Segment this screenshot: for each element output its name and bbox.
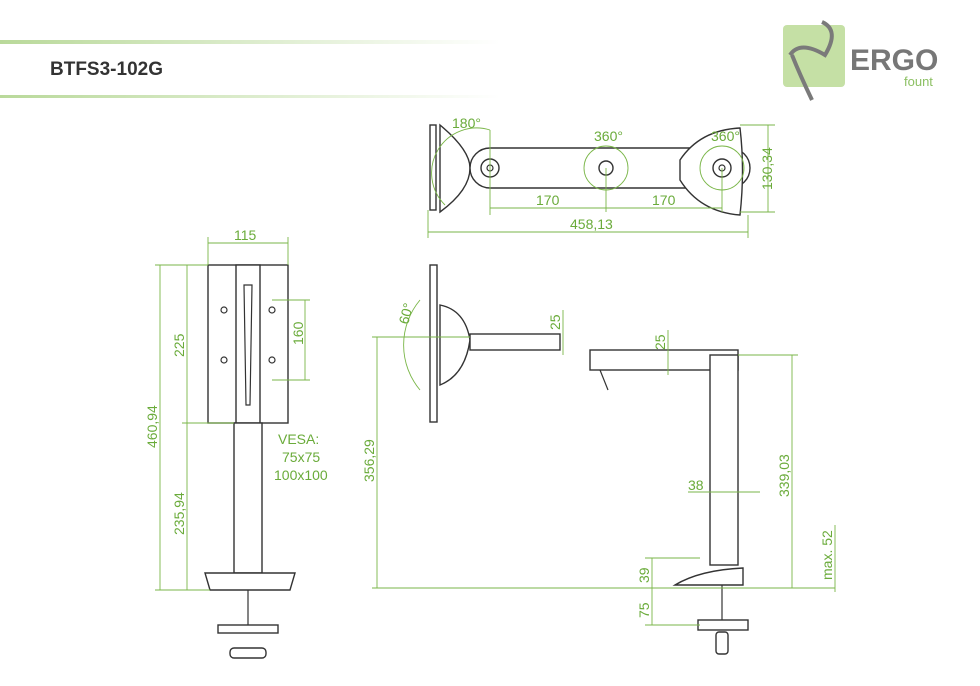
dim-total-length: 458,13 [570,216,613,232]
side-view: 60° 356,29 25 25 38 339,03 max. 52 39 75 [361,264,836,655]
dim-tilt: 60° [395,301,416,326]
header-rule-top [0,40,500,44]
dim-depth: 130,34 [759,147,775,190]
vesa-100: 100x100 [274,467,328,483]
dim-base-height: 39 [636,567,652,583]
dim-arm-thickness-2: 25 [652,334,668,350]
dim-angle-360-base: 360° [711,128,740,144]
dim-arm2: 170 [652,192,676,208]
ergofount-logo: ERGO fount [783,20,938,101]
dim-pole-diameter: 38 [688,477,704,493]
dim-height: 356,29 [361,439,377,482]
dim-pole-height: 235,94 [171,492,187,535]
dim-clamp-depth: 75 [636,602,652,618]
dim-desk-max: max. 52 [819,530,835,580]
dim-total-height: 460,94 [144,405,160,448]
vesa-label: VESA: [278,431,319,447]
header-rule-bottom [0,95,500,98]
dim-arm-thickness-1: 25 [547,314,563,330]
logo-sub: fount [904,74,933,89]
front-view: 115 225 160 460,94 235,94 VESA: 75x75 10… [144,227,328,659]
top-view: 180° 360° 360° 170 170 458,13 130,34 [427,115,775,238]
dim-arm1: 170 [536,192,560,208]
dim-width: 115 [234,227,257,243]
vesa-75: 75x75 [282,449,320,465]
product-title: BTFS3-102G [50,59,163,80]
dim-pole-height: 339,03 [776,454,792,497]
dim-angle-180: 180° [452,115,481,131]
dim-plate-height: 225 [171,333,187,357]
dim-vesa-spacing: 160 [290,321,306,345]
dim-angle-360-mid: 360° [594,128,623,144]
logo-brand: ERGO [850,44,938,77]
